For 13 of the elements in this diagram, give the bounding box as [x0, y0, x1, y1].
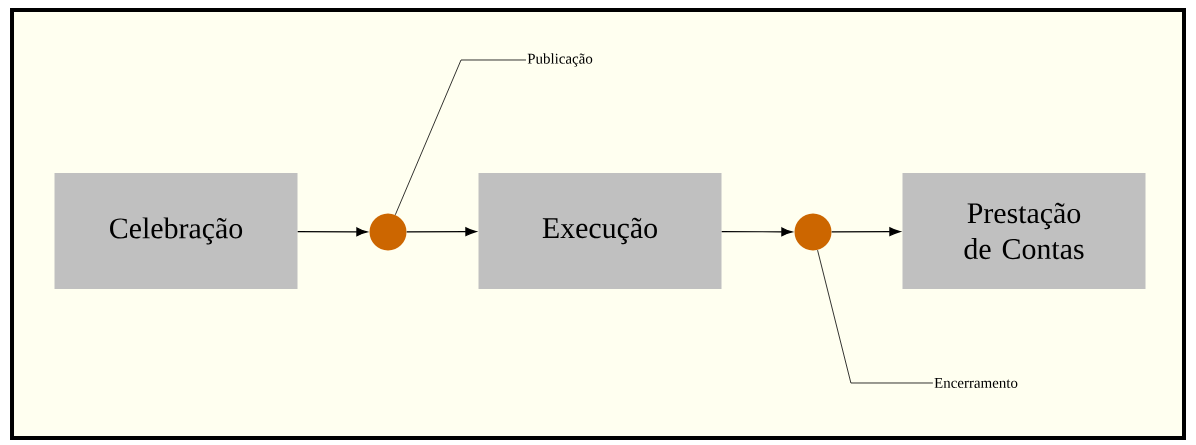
arrow — [406, 227, 477, 237]
arrow — [297, 227, 368, 237]
process-box: Execução — [478, 173, 722, 289]
arrow — [831, 227, 901, 237]
arrow — [721, 227, 793, 237]
process-box: Prestação de Contas — [902, 173, 1146, 289]
annotation-text: Publicação — [527, 53, 593, 67]
annotation-text: Encerramento — [934, 378, 1018, 388]
leader-line — [817, 249, 934, 384]
milestone-circle — [794, 213, 832, 251]
process-box: Celebração — [54, 173, 298, 289]
milestone-circle — [369, 213, 407, 251]
leader-line — [394, 59, 527, 216]
